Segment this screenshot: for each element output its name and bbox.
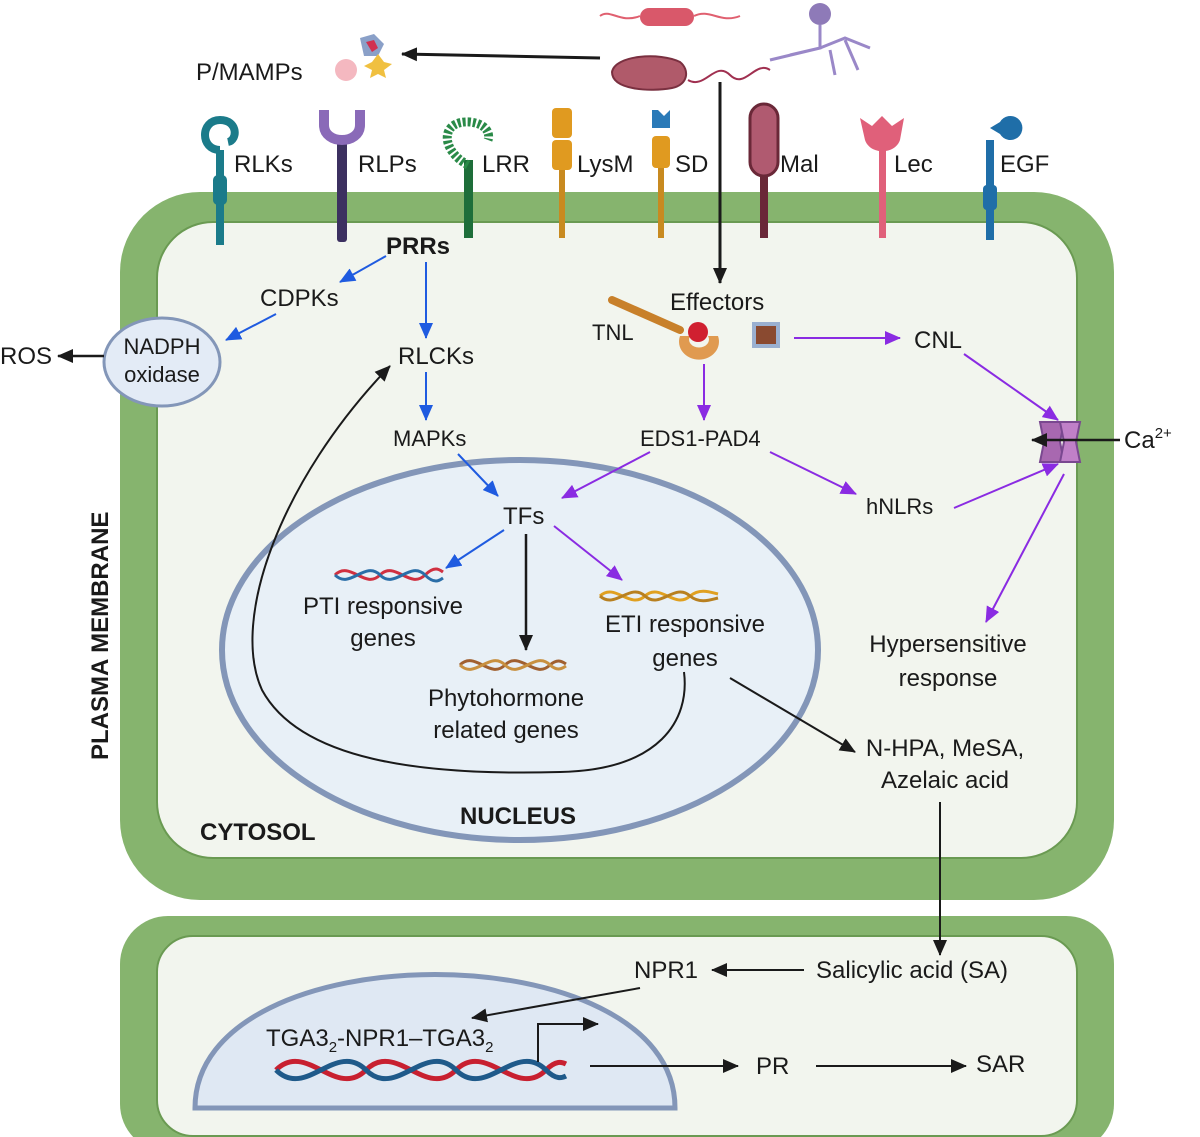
nhpa-label-1: N-HPA, MeSA, [866,735,1024,762]
nucleus-label: NUCLEUS [460,803,576,830]
receptor-egf-icon [983,115,1023,240]
phytohormone-dna-icon [458,659,567,671]
receptor-lec-icon [860,116,904,238]
mapks-label: MAPKs [393,426,466,451]
arrow-eti-to-nhpa [729,677,856,753]
hr-label-2: response [899,665,998,692]
receptor-label-rlps: RLPs [358,151,417,178]
ca-superscript: 2+ [1155,425,1172,442]
tnl-label: TNL [592,320,634,345]
nadph-label-1: NADPH [123,334,200,359]
receptor-lysm-icon [552,108,572,238]
pathogen-rod-icon [599,8,741,26]
nadph-label-2: oxidase [124,362,200,387]
arrow-pathogen-to-pamps [401,47,601,62]
receptor-mal-icon [748,102,780,238]
receptor-label-lec: Lec [894,151,933,178]
calcium-channel-icon [1038,421,1082,463]
effector-square-icon [752,322,780,348]
tfs-label: TFs [503,503,544,530]
pti-label-1: PTI responsive [303,593,463,620]
receptor-label-lysm: LysM [577,151,633,178]
receptor-label-mal: Mal [780,151,819,178]
sar-label: SAR [976,1051,1025,1078]
receptor-label-rlks: RLKs [234,151,293,178]
plasma-membrane-label: PLASMA MEMBRANE [87,512,114,760]
cdpks-label: CDPKs [260,285,339,312]
pathogen-fungus-icon [769,3,871,76]
tnl-icon [608,296,719,360]
pathogen-bacterium-icon [610,55,771,91]
receptor-rlp-icon [319,110,365,242]
nadph-oxidase [102,316,222,408]
arrow-eds1-to-hnlrs [769,451,857,495]
arrow-eti-loop-to-rlcks [251,365,686,774]
pti-label-2: genes [350,625,415,652]
pamp-molecules-icon [335,34,392,81]
hr-label-1: Hypersensitive [869,631,1026,658]
arrow-tfs-to-pti [445,529,505,569]
phyto-label-1: Phytohormone [428,685,584,712]
arrow-promoter [537,1017,599,1062]
ca-label: Ca2+ [1124,425,1172,454]
tga-complex-label: TGA32-NPR1–TGA32 [266,1025,493,1056]
lower-dna-icon [274,1058,568,1082]
arrow-hnlrs-to-channel [953,463,1059,509]
eti-label-1: ETI responsive [605,611,765,638]
pr-label: PR [756,1053,789,1080]
eti-label-2: genes [652,645,717,672]
arrow-tfs-to-eti [553,525,623,581]
pamps-label: P/MAMPs [196,59,303,86]
receptor-label-lrr: LRR [482,151,530,178]
arrow-npr1-to-tga [471,987,641,1023]
effectors-label: Effectors [670,289,764,316]
arrow-channel-to-hr [985,473,1065,623]
ros-label: ROS [0,343,52,370]
arrow-mapks-to-tfs [457,453,499,497]
pti-dna-icon [333,567,444,583]
cnl-label: CNL [914,327,962,354]
tga-subscript-2: 2 [485,1039,493,1056]
prrs-label: PRRs [386,233,450,260]
receptor-lrr-icon [442,117,494,238]
cytosol-label: CYTOSOL [200,819,316,846]
eti-dna-icon [598,589,719,603]
hnlrs-label: hNLRs [866,494,933,519]
sa-label: Salicylic acid (SA) [816,957,1008,984]
receptor-rlk-icon [201,115,239,245]
rlcks-label: RLCKs [398,343,474,370]
receptor-sd-icon [652,110,670,238]
arrow-prrs-to-cdpks [339,255,387,283]
npr1-label: NPR1 [634,957,698,984]
eds1-label: EDS1-PAD4 [640,426,761,451]
nhpa-label-2: Azelaic acid [881,767,1009,794]
arrow-cnl-to-channel [963,353,1059,421]
phyto-label-2: related genes [433,717,578,744]
tga-subscript-1: 2 [329,1039,337,1056]
receptor-label-egf: EGF [1000,151,1049,178]
arrow-cdpks-to-nadph [225,313,277,341]
arrow-eds1-to-tfs [561,451,651,499]
receptor-label-sd: SD [675,151,708,178]
